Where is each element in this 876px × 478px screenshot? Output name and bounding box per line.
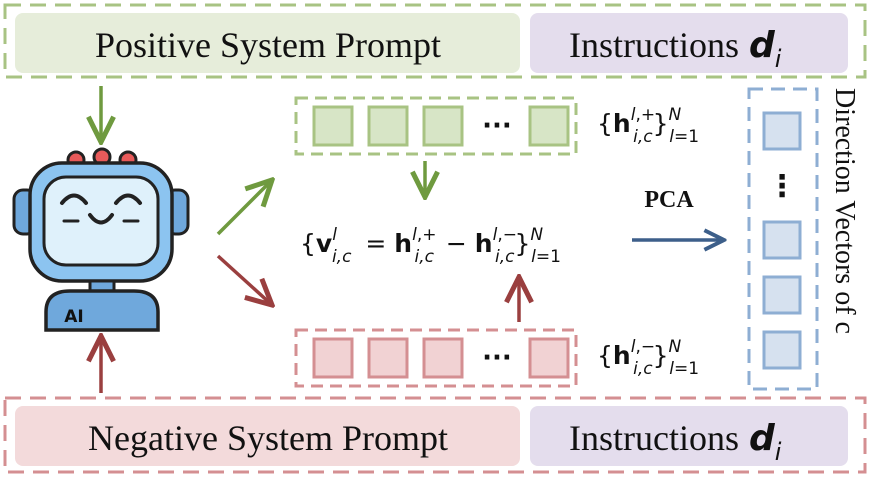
direction-vector-cell: [762, 275, 802, 315]
positive-states-frame: [294, 96, 578, 156]
robot-icon: AI: [12, 147, 190, 332]
positive-row-frame: [3, 3, 867, 79]
negative-row-frame: [3, 396, 867, 474]
direction-vectors-title: Direction Vectors of c: [829, 88, 860, 334]
positive-state-cell: [422, 105, 464, 147]
negative-instructions-sub: i: [775, 438, 782, 466]
positive-state-cell: [367, 105, 409, 147]
negative-states-frame: [294, 328, 578, 388]
direction-vector-cell: [762, 330, 802, 370]
negative-instructions-box: [530, 406, 848, 466]
negative-states-ellipsis: ···: [482, 343, 512, 373]
direction-vectors-frame: [747, 87, 819, 391]
direction-vector-cell: [762, 220, 802, 260]
positive-states: ···: [294, 96, 578, 156]
positive-instructions-var: d: [749, 25, 776, 66]
positive-prompt-box: [15, 13, 520, 73]
negative-instructions-var: d: [749, 418, 776, 459]
positive-prompt-label: Positive System Prompt: [95, 25, 441, 65]
negative-prompt-box: [15, 406, 520, 466]
pca-label: PCA: [644, 187, 694, 213]
negative-states: ···: [294, 328, 578, 388]
arrow-robot-to-positive-states: [216, 180, 272, 236]
positive-state-cell: [528, 105, 570, 147]
positive-instructions-label: Instructions: [569, 25, 739, 65]
positive-state-cell: [312, 105, 354, 147]
negative-state-cell: [312, 337, 354, 379]
negative-prompt-label: Negative System Prompt: [88, 418, 448, 458]
negative-instructions-label: Instructions: [569, 418, 739, 458]
direction-vectors-ellipsis: ⋮: [767, 169, 797, 204]
arrow-robot-to-negative-states: [216, 254, 272, 305]
positive-instructions-box: [530, 13, 848, 73]
positive-instructions-sub: i: [775, 45, 782, 73]
robot-badge-text: AI: [64, 307, 83, 327]
positive-states-ellipsis: ···: [482, 111, 512, 141]
negative-state-cell: [367, 337, 409, 379]
direction-vector-cell: [762, 111, 802, 151]
negative-state-cell: [422, 337, 464, 379]
direction-vectors: ⋮: [747, 87, 819, 391]
negative-state-cell: [528, 337, 570, 379]
